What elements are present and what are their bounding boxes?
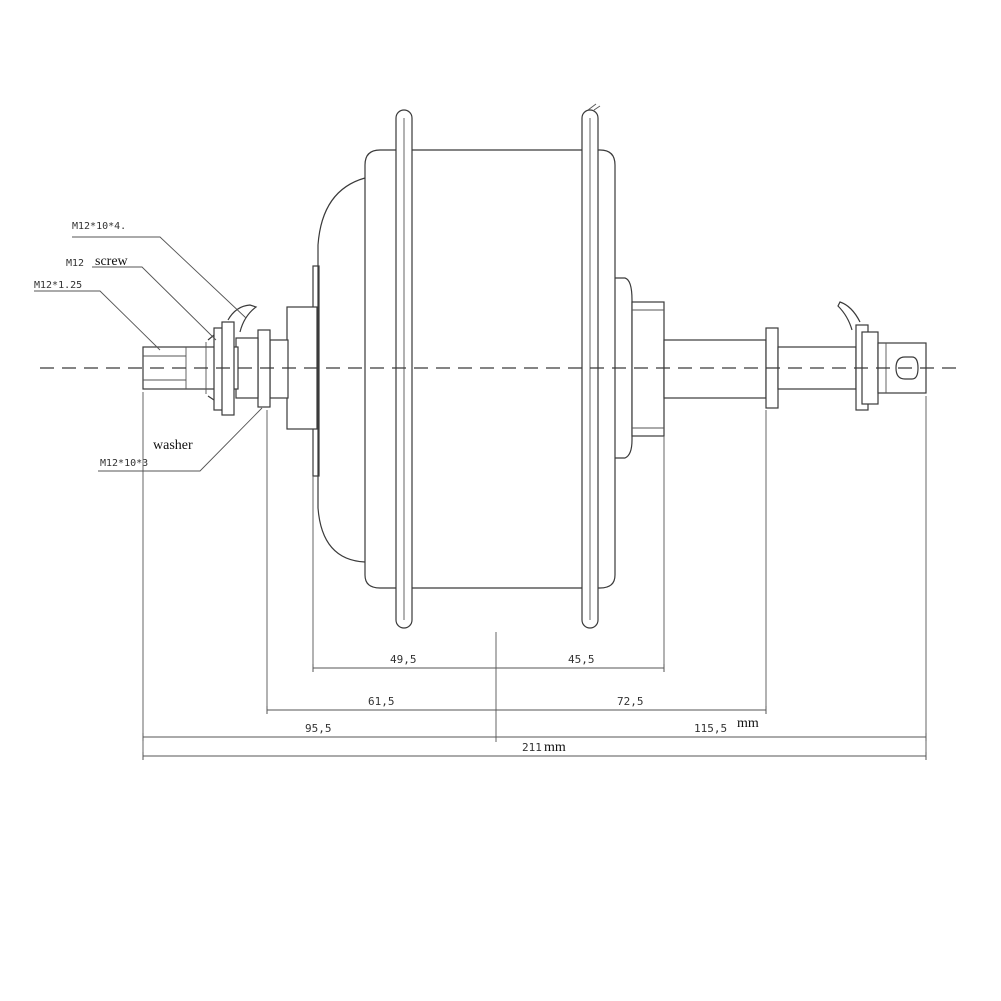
motor-body	[312, 103, 633, 629]
dim-45-5: 45,5	[568, 653, 595, 666]
dim-72-5: 72,5	[617, 695, 644, 708]
extension-lines	[142, 392, 927, 760]
callout-bolt-top: M12*10*4.	[72, 221, 126, 232]
dim-49-5: 49,5	[390, 653, 417, 666]
dimension-lines	[142, 664, 927, 760]
right-threaded-boss	[631, 301, 665, 437]
dim-61-5: 61,5	[368, 695, 395, 708]
dim-total-value: 211	[522, 741, 542, 754]
right-axle	[631, 301, 927, 437]
callout-washer-spec: M12*10*3	[100, 458, 148, 469]
dim-95-5: 95,5	[305, 722, 332, 735]
callout-screw-word: screw	[95, 254, 129, 269]
callout-thread: M12*1.25	[34, 280, 82, 291]
callout-leaders	[34, 236, 263, 472]
callout-screw-prefix: M12	[66, 258, 84, 269]
callout-washer-word: washer	[153, 438, 193, 453]
callout-labels: M12*10*4. M12 screw M12*1.25 washer M12*…	[34, 221, 193, 469]
dimension-values: 49,5 45,5 61,5 72,5 95,5 115,5 mm 211 mm	[305, 653, 759, 755]
dim-total-unit: mm	[544, 740, 566, 755]
dim-115-5-unit: mm	[737, 716, 759, 731]
left-axle	[142, 304, 318, 430]
dim-115-5: 115,5	[694, 722, 727, 735]
